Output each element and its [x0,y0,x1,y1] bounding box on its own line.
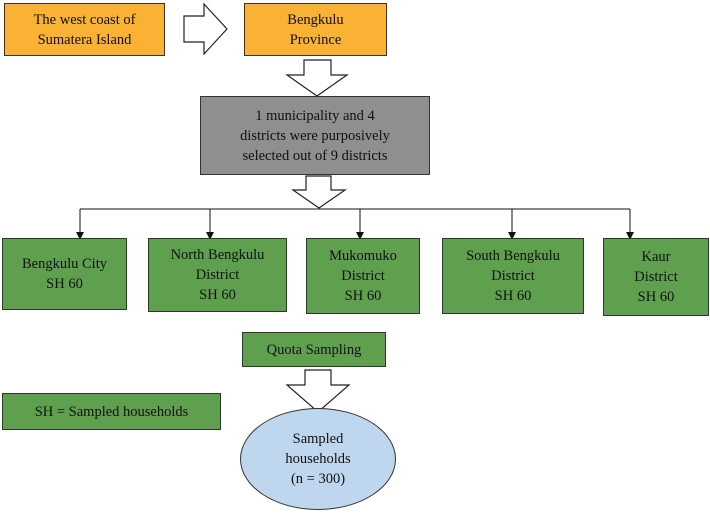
district-box-mukomuko: Mukomuko District SH 60 [306,238,420,314]
location-box: The west coast of Sumatera Island [4,3,165,56]
method-box: Quota Sampling [242,332,386,367]
down-block-arrow-icon [291,175,347,209]
district-label: Bengkulu City SH 60 [22,256,107,292]
legend-box: SH = Sampled households [2,393,221,430]
district-box-bengkulu-city: Bengkulu City SH 60 [2,238,127,310]
province-box: Bengkulu Province [244,3,387,56]
district-label: Mukomuko District SH 60 [329,248,397,304]
district-label: North Bengkulu District SH 60 [170,247,265,303]
location-label: The west coast of Sumatera Island [33,11,136,48]
district-box-kaur: Kaur District SH 60 [603,238,709,316]
district-label: South Bengkulu District SH 60 [466,248,560,304]
result-label: Sampled households (n = 300) [285,431,351,487]
down-block-arrow-icon [285,369,351,413]
method-label: Quota Sampling [266,341,362,358]
selection-label: 1 municipality and 4 districts were purp… [240,107,390,164]
district-label: Kaur District SH 60 [634,249,678,305]
selection-box: 1 municipality and 4 districts were purp… [200,96,430,175]
right-block-arrow-icon [183,2,228,56]
legend-label: SH = Sampled households [34,403,189,420]
down-block-arrow-icon [285,59,349,97]
province-label: Bengkulu Province [287,11,344,48]
district-box-south-bengkulu: South Bengkulu District SH 60 [442,238,584,314]
district-box-north-bengkulu: North Bengkulu District SH 60 [148,238,287,312]
result-oval: Sampled households (n = 300) [240,408,396,510]
